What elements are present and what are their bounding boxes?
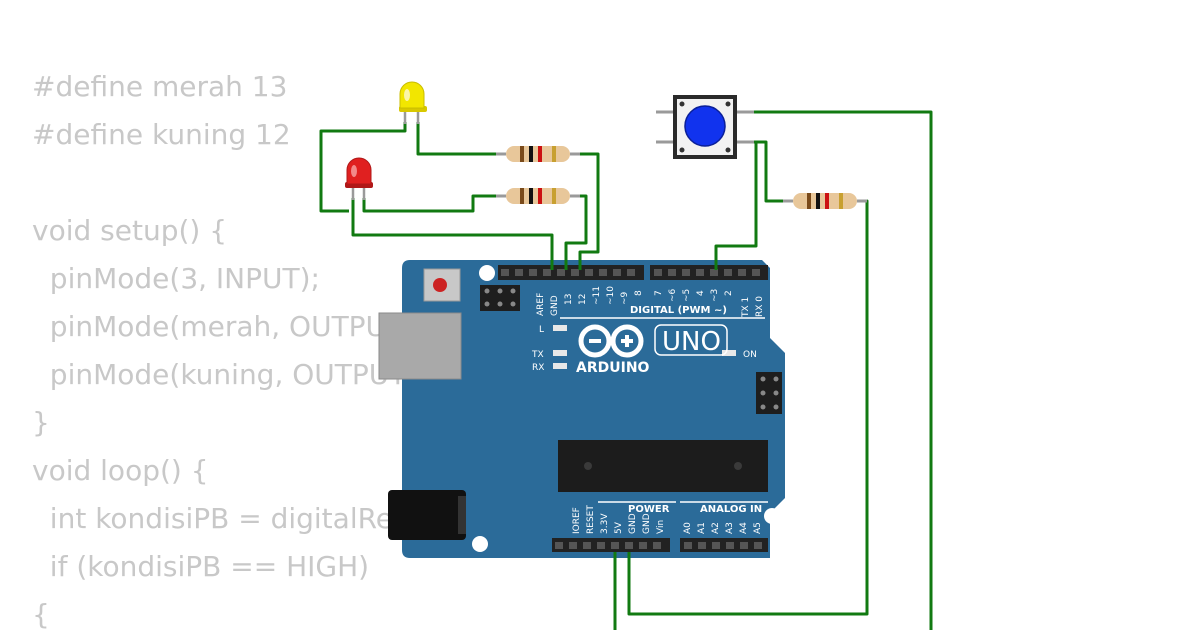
wire-yellow-resistor-pin12[interactable]	[570, 152, 600, 270]
pin-label: AREF	[536, 293, 546, 316]
icsp-header-right	[756, 372, 782, 414]
pin-label: A5	[753, 522, 763, 534]
pin-label: A1	[697, 522, 707, 534]
wire-red-led-anode[interactable]	[362, 194, 496, 213]
code-line: pinMode(3, INPUT);	[32, 262, 320, 295]
wire-red-led-gnd[interactable]	[351, 198, 554, 270]
code-line: pinMode(kuning, OUTPUT);	[32, 358, 427, 391]
pin-label: RESET	[586, 505, 596, 534]
led-on	[722, 350, 736, 356]
pin-label: 5V	[614, 521, 624, 534]
resistor-button[interactable]	[781, 191, 869, 211]
wire-red-resistor-pin13[interactable]	[564, 194, 588, 270]
led-tx	[553, 350, 567, 356]
pin-label: 4	[696, 290, 706, 296]
pin-label: GND	[550, 295, 560, 316]
led-rx-label: RX	[532, 363, 544, 373]
model-badge	[654, 324, 728, 356]
yellow-led[interactable]	[399, 81, 427, 124]
led-rx	[553, 363, 567, 369]
pin-label: IOREF	[572, 507, 582, 534]
led-l-label: L	[539, 325, 544, 335]
usb-connector	[378, 312, 462, 380]
pin-label: 12	[578, 294, 588, 305]
wire-button-resistor[interactable]	[752, 140, 783, 203]
led-l	[553, 325, 567, 331]
code-line: {	[32, 598, 50, 631]
wire-button-5v[interactable]	[742, 110, 933, 630]
resistor-yellow[interactable]	[494, 144, 582, 164]
wire-yellow-led-gnd[interactable]	[319, 122, 407, 213]
mount-hole	[764, 508, 780, 524]
pin-label: A0	[683, 522, 693, 534]
pin-label: A3	[725, 522, 735, 534]
wire-yellow-led-anode[interactable]	[416, 122, 496, 156]
board-brand: ARDUINO	[576, 360, 650, 376]
pin-label: GND	[642, 513, 652, 534]
code-line: }	[32, 406, 50, 439]
pin-label: TX 1	[741, 297, 751, 318]
pin-label: 13	[564, 294, 574, 305]
push-button-cap[interactable]	[684, 105, 726, 147]
push-button[interactable]	[656, 95, 754, 159]
led-tx-label: TX	[531, 350, 544, 360]
pin-label: 2	[724, 290, 734, 296]
led-on-label: ON	[743, 350, 757, 360]
wire-button-pin3[interactable]	[714, 140, 758, 270]
digital-header-label: DIGITAL (PWM ~)	[630, 305, 727, 316]
code-line: if (kondisiPB == HIGH)	[32, 550, 370, 583]
board-model: UNO	[662, 327, 721, 357]
microcontroller-chip	[558, 440, 768, 492]
power-jack	[388, 490, 466, 540]
code-line: #define merah 13	[32, 70, 288, 103]
pin-label: ~9	[620, 291, 630, 305]
resistor-red[interactable]	[494, 186, 582, 206]
pin-label: ~5	[682, 289, 692, 302]
pin-label: ~3	[710, 289, 720, 302]
arduino-logo-icon	[578, 324, 644, 358]
digital-header-sockets	[501, 269, 760, 276]
power-header-sockets	[555, 542, 762, 549]
pin-label: 7	[654, 290, 664, 296]
pin-label: ~6	[668, 288, 678, 302]
arduino-board[interactable]: AREF GND 13 12 ~11 ~10 ~9 8 7 ~6 ~5 4 ~3…	[378, 260, 785, 558]
pin-label: ~11	[592, 286, 602, 305]
pin-label: Vin	[656, 520, 666, 534]
pin-label: 8	[634, 290, 644, 296]
icsp-header	[480, 285, 520, 311]
pin-label: A4	[739, 522, 749, 534]
pin-label: 3.3V	[600, 513, 610, 534]
analog-label: ANALOG IN	[700, 504, 762, 515]
pin-label: GND	[628, 513, 638, 534]
pin-label: A2	[711, 522, 721, 534]
pin-label: RX 0	[755, 296, 765, 317]
red-led[interactable]	[345, 157, 373, 200]
power-label: POWER	[628, 504, 670, 515]
mount-hole	[472, 536, 488, 552]
code-line: void loop() {	[32, 454, 209, 487]
reset-button-cap	[433, 278, 447, 292]
code-line: #define kuning 12	[32, 118, 291, 151]
mount-hole	[479, 265, 495, 281]
code-line: void setup() {	[32, 214, 228, 247]
pin-label: ~10	[606, 286, 616, 305]
